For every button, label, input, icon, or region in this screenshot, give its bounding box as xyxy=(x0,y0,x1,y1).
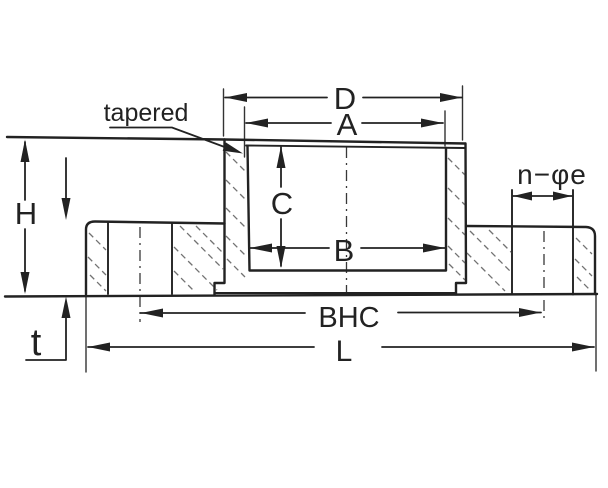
hatch-flange-left-outer xyxy=(87,232,107,292)
dim-bolt-holes-arrow-right xyxy=(553,191,572,201)
dim-label-D: D xyxy=(334,81,356,116)
hub-recess-face-line xyxy=(245,144,466,149)
dim-t-line xyxy=(25,157,67,361)
dim-A-arrow-right xyxy=(421,118,443,128)
hatch-flange-right-outer xyxy=(574,237,593,292)
dim-H-arrow-up xyxy=(20,139,30,162)
dim-bolt-holes-arrow-left xyxy=(513,191,532,201)
part-outline xyxy=(3,135,599,298)
flange-bottom-face-line xyxy=(3,292,599,298)
dim-label-C: C xyxy=(271,186,293,221)
dim-D-ext-lines xyxy=(222,85,464,141)
tapered-callout: tapered xyxy=(104,99,243,154)
bolt-hole-left-edges xyxy=(107,221,173,295)
dim-label-L: L xyxy=(336,335,353,368)
dimension-bolt-holes: n−φe xyxy=(512,159,587,201)
dim-B-arrow-left xyxy=(250,243,272,253)
dim-C-arrow-up xyxy=(276,146,286,168)
section-hatching xyxy=(87,151,593,293)
dimension-B: B xyxy=(249,233,446,268)
dim-L-ext-lines xyxy=(85,294,597,373)
flange-right-outline xyxy=(464,224,597,296)
dim-t-arrow-down xyxy=(61,198,71,220)
dim-label-bolt-holes: n−φe xyxy=(517,159,587,190)
dim-D-arrow-left xyxy=(225,93,247,102)
bore-outline xyxy=(246,145,448,272)
tapered-leader-arrow xyxy=(222,142,243,154)
dimension-C: C xyxy=(271,146,293,268)
flange-left-outline xyxy=(84,220,226,296)
dim-label-BHC: BHC xyxy=(318,302,379,334)
dim-H-arrow-down xyxy=(20,272,30,294)
dim-BHC-arrow-left xyxy=(141,308,163,318)
dimension-L: L xyxy=(85,294,597,373)
dim-label-A: A xyxy=(337,107,358,142)
dim-label-B: B xyxy=(334,233,355,268)
dim-B-arrow-right xyxy=(423,243,445,253)
hatch-flange-right-inner xyxy=(466,229,513,292)
dim-A-ext-lines xyxy=(243,106,446,158)
tapered-leader-line xyxy=(109,126,231,150)
dimension-A: A xyxy=(243,106,446,158)
hatch-hub-right-wall xyxy=(447,157,466,281)
dim-L-arrow-right xyxy=(572,342,594,352)
dim-D-arrow-right xyxy=(440,93,462,102)
hub-left-wall xyxy=(213,138,226,296)
dim-C-arrow-down xyxy=(276,246,286,268)
hatch-flange-left-inner xyxy=(173,225,224,293)
dim-BHC-arrow-right xyxy=(519,308,541,317)
dim-BHC-line xyxy=(140,311,542,314)
dim-L-arrow-left xyxy=(88,342,110,352)
hatch-hub-left-wall xyxy=(225,151,246,278)
hub-top-face-line xyxy=(5,135,467,145)
dimension-D: D xyxy=(222,81,464,141)
centerlines xyxy=(139,147,545,322)
hub-right-wall xyxy=(454,142,468,296)
dim-t-arrow-up xyxy=(61,296,71,318)
dimension-BHC: BHC xyxy=(140,302,542,334)
dimension-H: H xyxy=(15,139,37,294)
dim-label-t: t xyxy=(31,322,42,364)
dim-A-arrow-left xyxy=(246,118,268,128)
dim-label-H: H xyxy=(15,196,37,231)
tapered-callout-label: tapered xyxy=(104,99,189,127)
bolt-hole-right-edges xyxy=(511,189,574,296)
dimension-t: t xyxy=(25,157,71,364)
